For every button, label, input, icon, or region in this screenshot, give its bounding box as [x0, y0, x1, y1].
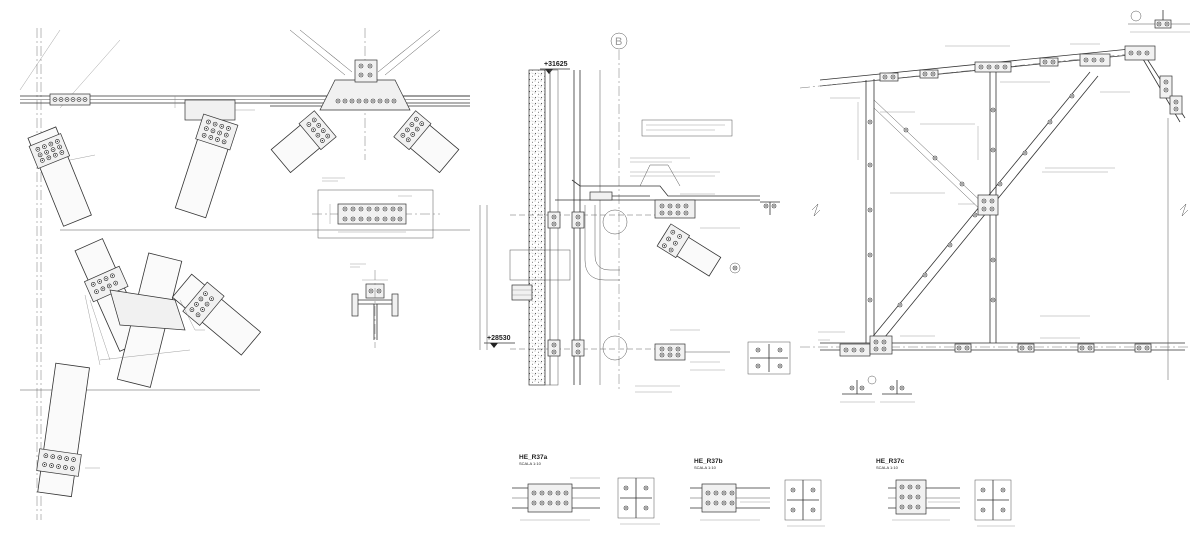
- level-bottom-label: +28530: [487, 335, 511, 342]
- detail-section-he-r37a: HE_R37a SCALA 1:10: [512, 454, 660, 525]
- detail-support-bracket: [840, 380, 915, 403]
- section-title: HE_R37a: [519, 454, 548, 461]
- detail-truss-elevation: [799, 10, 1190, 403]
- detail-chord-node-left: [19, 28, 470, 520]
- section-title: HE_R37c: [876, 458, 905, 465]
- detail-tube-base: [20, 362, 260, 498]
- detail-apex-node: [270, 28, 470, 174]
- section-scale: SCALA 1:10: [519, 461, 542, 466]
- detail-i-section: [350, 263, 399, 348]
- bolt-row: [335, 98, 397, 104]
- section-scale: SCALA 1:10: [694, 465, 717, 470]
- detail-small-bracket: [760, 201, 780, 215]
- section-title: HE_R37b: [694, 458, 723, 465]
- bolt-row: [879, 45, 1183, 115]
- bolt-row: [839, 335, 1152, 357]
- grid-bubble: [610, 32, 628, 50]
- grid-axis-label: B: [615, 36, 622, 48]
- detail-section-he-r37c: HE_R37c SCALA 1:10: [876, 458, 1015, 527]
- detail-bolted-square-plate: [747, 341, 791, 375]
- detail-multi-tube-node: [60, 229, 470, 388]
- level-top-label: +31625: [544, 61, 568, 68]
- section-scale: SCALA 1:10: [876, 465, 899, 470]
- detail-splice-plate-section: [312, 177, 440, 239]
- detail-section-he-r37b: HE_R37b SCALA 1:10: [690, 458, 825, 527]
- detail-wall-gutter-section: +31625 +28530 B: [479, 32, 791, 393]
